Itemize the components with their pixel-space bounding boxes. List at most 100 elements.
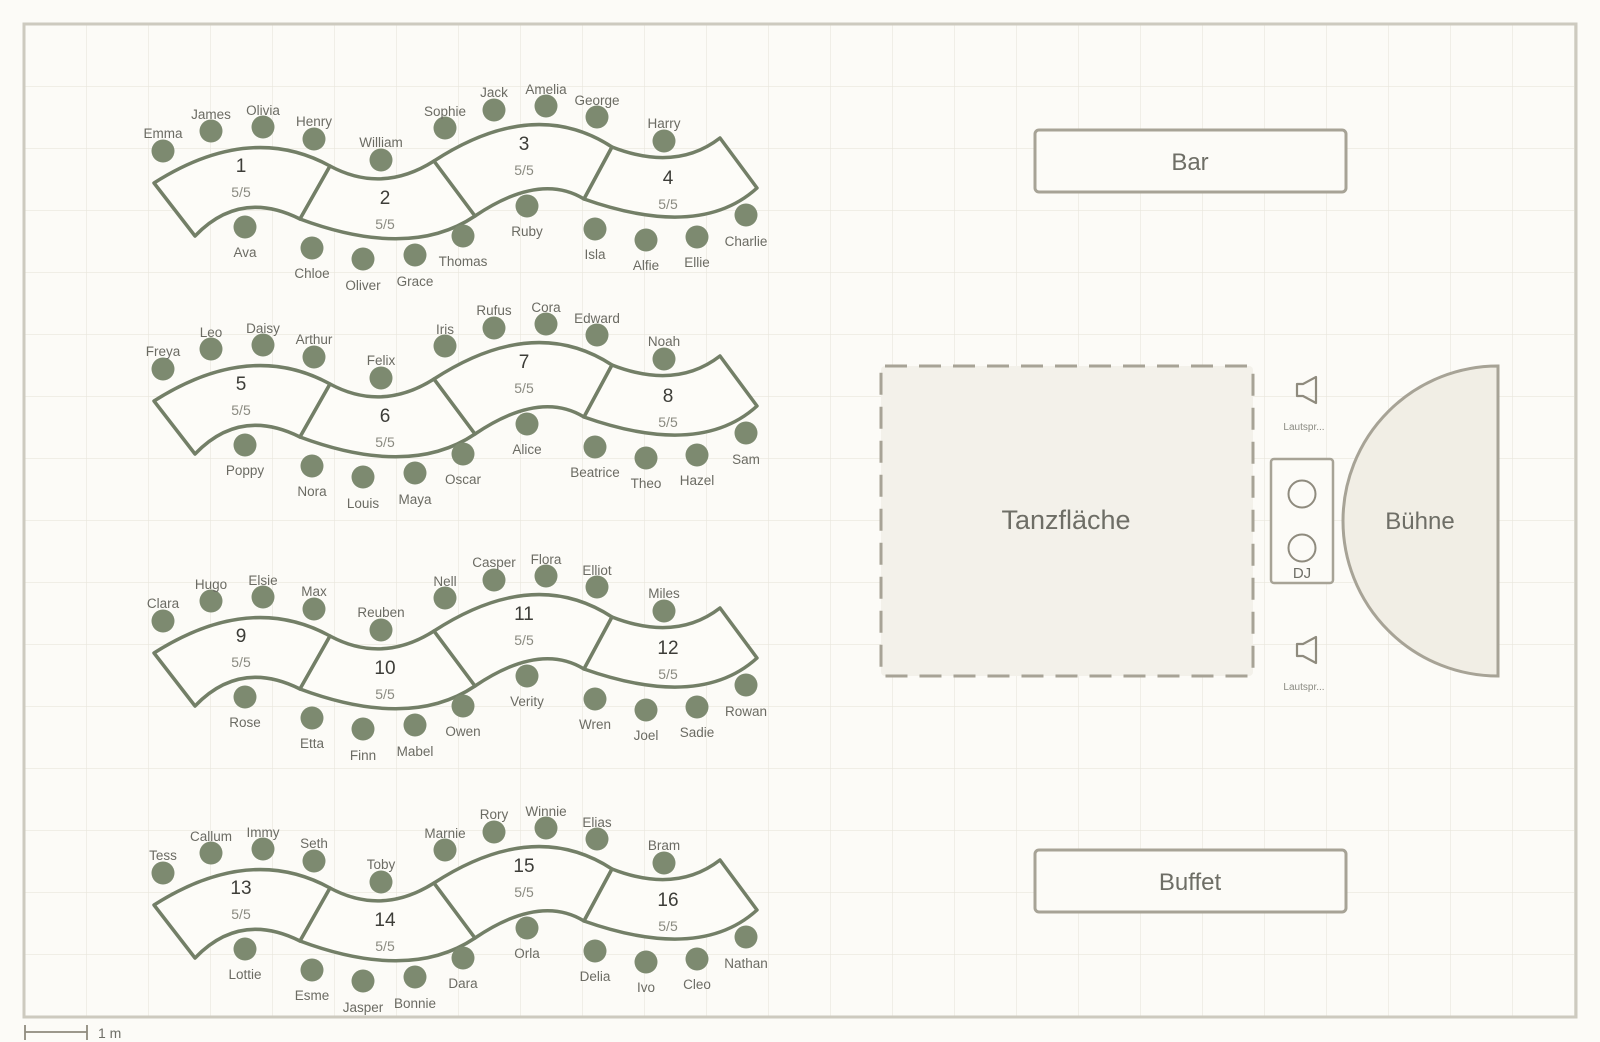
seat-dot[interactable]	[403, 713, 427, 737]
seat[interactable]: Verity	[510, 664, 544, 710]
seat-dot[interactable]	[583, 217, 607, 241]
seat-dot[interactable]	[634, 228, 658, 252]
seat-dot[interactable]	[251, 837, 275, 861]
seat[interactable]: Iris	[433, 322, 457, 358]
seat[interactable]: Charlie	[725, 203, 768, 250]
bar-area[interactable]: Bar	[1033, 128, 1348, 194]
seat-dot[interactable]	[685, 443, 709, 467]
table-body[interactable]	[298, 881, 477, 963]
seat[interactable]: Henry	[296, 114, 332, 151]
seat-dot[interactable]	[734, 673, 758, 697]
seat[interactable]: Alfie	[633, 228, 659, 274]
table-body[interactable]	[298, 377, 477, 459]
seat-dot[interactable]	[300, 706, 324, 730]
seat[interactable]: Rowan	[725, 673, 767, 720]
table-body[interactable]	[582, 858, 759, 941]
seat[interactable]: Ruby	[511, 194, 543, 240]
seat[interactable]: Alice	[512, 412, 542, 458]
seat-dot[interactable]	[534, 816, 558, 840]
seat[interactable]: Oscar	[445, 442, 482, 488]
seat[interactable]: Rufus	[476, 303, 512, 340]
seat[interactable]: Olivia	[246, 103, 280, 139]
seat-dot[interactable]	[233, 937, 257, 961]
seat[interactable]: Hugo	[195, 577, 227, 613]
seat-dot[interactable]	[451, 442, 475, 466]
seat-dot[interactable]	[515, 916, 539, 940]
seat[interactable]: Joel	[634, 698, 659, 744]
seat-dot[interactable]	[433, 586, 457, 610]
seat[interactable]: Grace	[397, 243, 434, 290]
seat[interactable]: Chloe	[294, 236, 330, 282]
seat[interactable]: Max	[301, 584, 327, 621]
seat[interactable]: Seth	[300, 836, 328, 873]
speaker-bottom[interactable]: Lautspr...	[1283, 635, 1325, 693]
seat-dot[interactable]	[515, 664, 539, 688]
seat-dot[interactable]	[685, 947, 709, 971]
seat[interactable]: Dara	[448, 946, 478, 992]
seat-dot[interactable]	[369, 148, 393, 172]
seat-dot[interactable]	[351, 717, 375, 741]
seat-dot[interactable]	[369, 366, 393, 390]
seat-dot[interactable]	[652, 599, 676, 623]
seat[interactable]: Freya	[146, 344, 181, 381]
seat-dot[interactable]	[634, 446, 658, 470]
table-body[interactable]	[298, 629, 477, 711]
seat-dot[interactable]	[151, 861, 175, 885]
seat[interactable]: Owen	[445, 694, 481, 740]
seat-dot[interactable]	[300, 958, 324, 982]
seat[interactable]: Miles	[648, 586, 680, 623]
seat[interactable]: Ellie	[684, 225, 710, 271]
seat-dot[interactable]	[251, 585, 275, 609]
seat[interactable]: Elias	[582, 815, 612, 851]
seat[interactable]: Sadie	[680, 695, 715, 741]
stage-area[interactable]: Bühne	[1341, 364, 1500, 678]
seat[interactable]: Jack	[480, 85, 508, 122]
table-body[interactable]	[582, 606, 759, 689]
seat[interactable]: George	[574, 93, 620, 129]
seat[interactable]: Bram	[648, 838, 680, 875]
seat[interactable]: Rose	[229, 685, 261, 731]
seat[interactable]: Marnie	[424, 826, 466, 862]
seat[interactable]: Cora	[531, 300, 561, 336]
seat-dot[interactable]	[585, 323, 609, 347]
seat-dot[interactable]	[734, 925, 758, 949]
table-body[interactable]	[298, 159, 477, 241]
seat[interactable]: Esme	[295, 958, 330, 1004]
seat[interactable]: Beatrice	[570, 435, 620, 481]
table-body[interactable]	[582, 354, 759, 437]
seat[interactable]: Emma	[143, 126, 183, 163]
seat-dot[interactable]	[351, 969, 375, 993]
seat[interactable]: Felix	[367, 353, 396, 390]
seat-dot[interactable]	[251, 115, 275, 139]
seat-dot[interactable]	[585, 105, 609, 129]
seat[interactable]: Nathan	[724, 925, 768, 972]
seat-dot[interactable]	[583, 687, 607, 711]
seat[interactable]: Daisy	[246, 321, 280, 357]
seat[interactable]: Hazel	[680, 443, 715, 489]
seat-dot[interactable]	[482, 316, 506, 340]
seat-dot[interactable]	[302, 127, 326, 151]
seat-dot[interactable]	[233, 433, 257, 457]
seat[interactable]: Clara	[147, 596, 180, 633]
seat[interactable]: Mabel	[397, 713, 434, 760]
seat[interactable]: Sam	[732, 421, 760, 468]
seat[interactable]: Poppy	[226, 433, 265, 479]
seat-dot[interactable]	[233, 685, 257, 709]
dance-floor-area[interactable]: Tanzfläche	[879, 364, 1255, 678]
seat-dot[interactable]	[369, 618, 393, 642]
seat-dot[interactable]	[451, 694, 475, 718]
seat-dot[interactable]	[433, 116, 457, 140]
seat[interactable]: James	[191, 107, 231, 143]
seat[interactable]: Oliver	[345, 247, 381, 294]
seat[interactable]: Winnie	[525, 804, 567, 840]
seat[interactable]: Reuben	[357, 605, 405, 642]
seat-dot[interactable]	[734, 203, 758, 227]
table-body[interactable]	[582, 136, 759, 219]
seat-dot[interactable]	[685, 225, 709, 249]
seat[interactable]: Flora	[531, 552, 562, 588]
buffet-area[interactable]: Buffet	[1033, 848, 1348, 914]
seat-dot[interactable]	[734, 421, 758, 445]
seat-dot[interactable]	[515, 412, 539, 436]
